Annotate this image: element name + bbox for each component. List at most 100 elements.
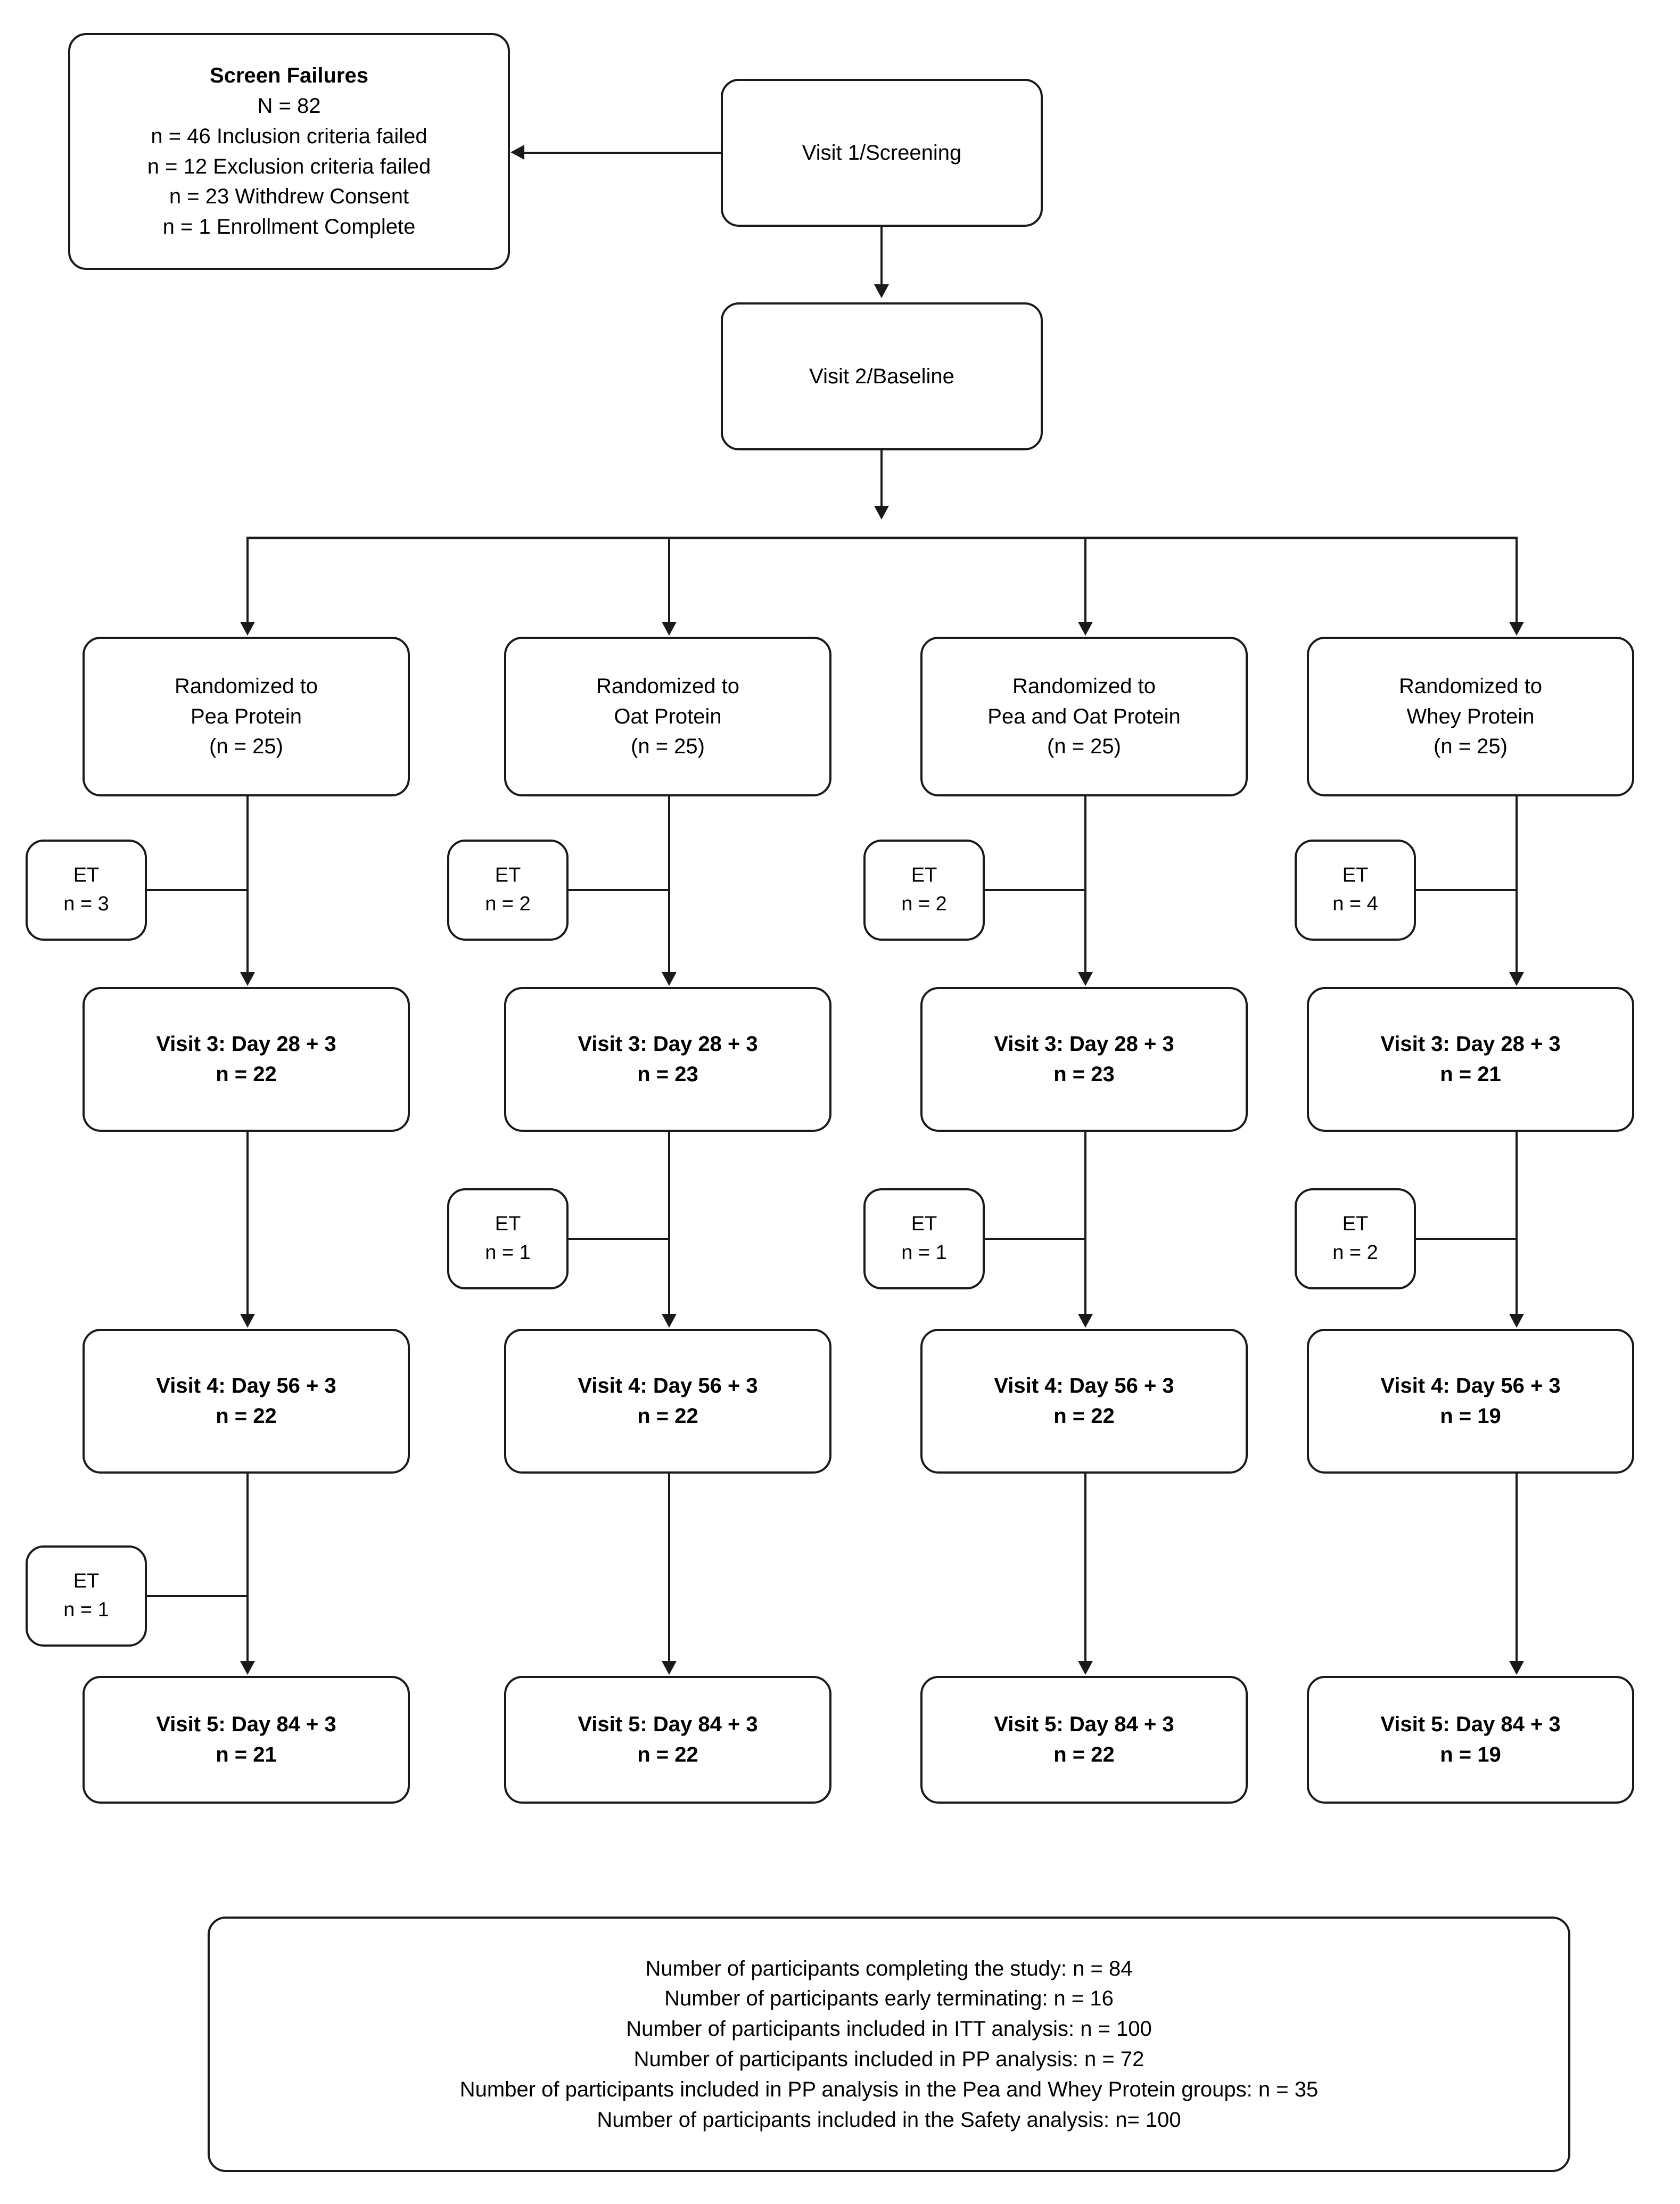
bus-drop-pea	[246, 537, 249, 626]
screen-failure-reason-3: n = 23 Withdrew Consent	[169, 185, 409, 209]
et-n-pea-3: n = 1	[63, 1599, 109, 1621]
visit-5-label-oat: Visit 5: Day 84 + 3	[578, 1713, 758, 1737]
visit-4-n-oat: n = 22	[637, 1404, 698, 1428]
connector-visit1-to-screenfailures	[524, 152, 721, 154]
et-n-oat-2: n = 1	[485, 1241, 531, 1264]
visit-3-n-oat: n = 23	[637, 1063, 698, 1086]
arrowhead-to-screen-failures	[510, 145, 524, 160]
visit-5-box-pea: Visit 5: Day 84 + 3 n = 21	[83, 1676, 410, 1804]
et-label-whey-1: ET	[1342, 864, 1369, 887]
visit-2-baseline-box: Visit 2/Baseline	[721, 302, 1043, 450]
randomized-box-whey: Randomized to Whey Protein (n = 25)	[1307, 637, 1634, 796]
arrowhead-visit4-pea	[240, 1314, 255, 1328]
et-n-pea-oat-2: n = 1	[901, 1241, 947, 1264]
visit-3-n-pea-oat: n = 23	[1053, 1063, 1115, 1086]
randomized-oat-line1: Randomized to	[596, 674, 740, 698]
connector-visit4-to-visit5-oat	[668, 1474, 670, 1665]
et-box-whey-after-randomization: ET n = 4	[1295, 840, 1416, 941]
visit-3-box-pea-oat: Visit 3: Day 28 + 3 n = 23	[920, 987, 1248, 1132]
visit-5-n-oat: n = 22	[637, 1743, 698, 1766]
visit-3-box-whey: Visit 3: Day 28 + 3 n = 21	[1307, 987, 1634, 1132]
arrowhead-visit2	[874, 284, 889, 298]
et-box-oat-after-visit3: ET n = 1	[447, 1188, 569, 1289]
randomized-pea-oat-line1: Randomized to	[1012, 674, 1156, 698]
visit-4-box-oat: Visit 4: Day 56 + 3 n = 22	[504, 1329, 831, 1474]
randomized-oat-line2: Oat Protein	[614, 704, 722, 728]
visit-3-n-pea: n = 22	[216, 1063, 277, 1086]
arrowhead-rand-pea	[240, 622, 255, 636]
et-label-oat-1: ET	[495, 864, 521, 887]
visit-4-n-whey: n = 19	[1440, 1404, 1501, 1428]
randomized-pea-oat-n: (n = 25)	[1047, 735, 1121, 759]
visit-1-label: Visit 1/Screening	[802, 141, 962, 165]
et-box-pea-after-visit4: ET n = 1	[26, 1545, 147, 1647]
et-label-oat-2: ET	[495, 1213, 521, 1236]
visit-3-n-whey: n = 21	[1440, 1063, 1501, 1086]
visit-4-label-pea: Visit 4: Day 56 + 3	[156, 1374, 336, 1398]
visit-5-box-oat: Visit 5: Day 84 + 3 n = 22	[504, 1676, 831, 1804]
et-n-oat-1: n = 2	[485, 893, 531, 915]
visit-5-box-whey: Visit 5: Day 84 + 3 n = 19	[1307, 1676, 1634, 1804]
summary-line-6: Number of participants included in the S…	[597, 2108, 1181, 2132]
connector-visit1-to-visit2	[880, 227, 883, 289]
connector-visit2-to-bus	[880, 450, 883, 510]
visit-2-label: Visit 2/Baseline	[809, 364, 954, 388]
visit-5-n-pea: n = 21	[216, 1743, 277, 1766]
visit-4-label-pea-oat: Visit 4: Day 56 + 3	[994, 1374, 1174, 1398]
visit-4-n-pea: n = 22	[216, 1404, 277, 1428]
visit-5-label-pea-oat: Visit 5: Day 84 + 3	[994, 1713, 1174, 1737]
screen-failure-reason-4: n = 1 Enrollment Complete	[162, 215, 416, 239]
screen-failures-box: Screen Failures N = 82 n = 46 Inclusion …	[68, 33, 510, 270]
et-connector-oat-2	[569, 1238, 669, 1240]
bus-drop-pea-oat	[1084, 537, 1086, 626]
arrowhead-visit3-pea	[240, 972, 255, 986]
visit-1-screening-box: Visit 1/Screening	[721, 79, 1043, 227]
randomization-bus	[248, 537, 1518, 539]
arrowhead-visit4-pea-oat	[1078, 1314, 1093, 1328]
et-box-pea-oat-after-visit3: ET n = 1	[863, 1188, 985, 1289]
summary-line-1: Number of participants completing the st…	[645, 1956, 1133, 1980]
randomized-box-pea: Randomized to Pea Protein (n = 25)	[83, 637, 410, 796]
bus-drop-whey	[1516, 537, 1518, 626]
arrowhead-rand-pea-oat	[1078, 622, 1093, 636]
visit-4-label-oat: Visit 4: Day 56 + 3	[578, 1374, 758, 1398]
visit-3-label-pea: Visit 3: Day 28 + 3	[156, 1032, 336, 1056]
et-connector-pea-3	[147, 1595, 248, 1597]
screen-failure-reason-2: n = 12 Exclusion criteria failed	[147, 154, 431, 178]
randomized-pea-line1: Randomized to	[174, 674, 318, 698]
connector-visit3-to-visit4-oat	[668, 1132, 670, 1318]
arrowhead-visit5-pea	[240, 1661, 255, 1675]
arrowhead-visit5-whey	[1509, 1661, 1524, 1675]
et-box-whey-after-visit3: ET n = 2	[1295, 1188, 1416, 1289]
arrowhead-rand-oat	[662, 622, 677, 636]
arrowhead-visit3-pea-oat	[1078, 972, 1093, 986]
summary-line-3: Number of participants included in ITT a…	[626, 2017, 1152, 2041]
summary-line-2: Number of participants early terminating…	[664, 1987, 1114, 2011]
et-connector-whey-1	[1416, 889, 1517, 891]
visit-3-label-whey: Visit 3: Day 28 + 3	[1380, 1032, 1561, 1056]
et-n-pea-oat-1: n = 2	[901, 893, 947, 915]
arrowhead-visit4-oat	[662, 1314, 677, 1328]
screen-failure-reason-1: n = 46 Inclusion criteria failed	[151, 124, 427, 148]
et-label-pea-1: ET	[73, 864, 100, 887]
visit-4-box-pea: Visit 4: Day 56 + 3 n = 22	[83, 1329, 410, 1474]
connector-visit4-to-visit5-whey	[1516, 1474, 1518, 1665]
connector-visit4-to-visit5-pea	[246, 1474, 249, 1665]
visit-5-n-pea-oat: n = 22	[1053, 1743, 1115, 1766]
arrowhead-randomization-bus	[874, 506, 889, 520]
visit-3-label-oat: Visit 3: Day 28 + 3	[578, 1032, 758, 1056]
summary-line-5: Number of participants included in PP an…	[459, 2077, 1319, 2101]
et-connector-pea-oat-2	[985, 1238, 1085, 1240]
randomized-pea-line2: Pea Protein	[190, 704, 302, 728]
randomized-pea-n: (n = 25)	[209, 735, 283, 759]
visit-3-box-oat: Visit 3: Day 28 + 3 n = 23	[504, 987, 831, 1132]
arrowhead-visit3-whey	[1509, 972, 1524, 986]
et-n-whey-2: n = 2	[1332, 1241, 1378, 1264]
arrowhead-visit5-pea-oat	[1078, 1661, 1093, 1675]
visit-4-n-pea-oat: n = 22	[1053, 1404, 1115, 1428]
arrowhead-visit5-oat	[662, 1661, 677, 1675]
arrowhead-visit3-oat	[662, 972, 677, 986]
connector-visit3-to-visit4-pea-oat	[1084, 1132, 1086, 1318]
visit-4-label-whey: Visit 4: Day 56 + 3	[1380, 1374, 1561, 1398]
